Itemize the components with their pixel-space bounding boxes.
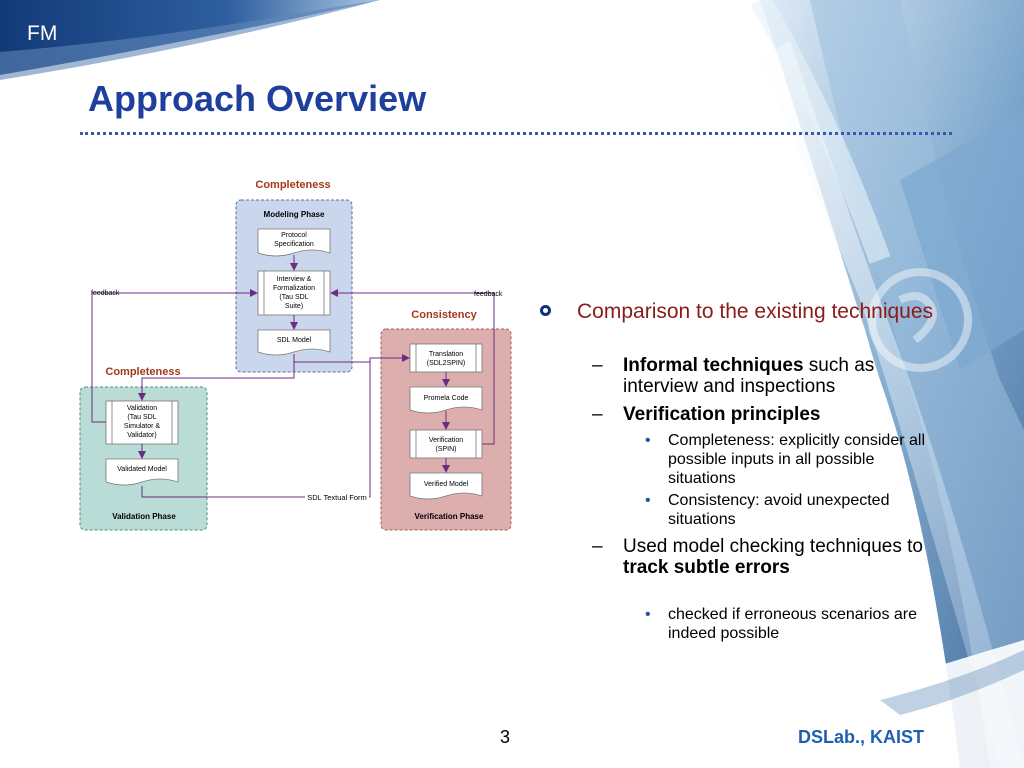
verification-box: [409, 429, 483, 459]
sdl-textual-form-line: [141, 358, 371, 498]
feedback-right-line: [330, 289, 495, 445]
verification-phase-label: Verification Phase: [415, 512, 484, 521]
validation-line1: Validation: [127, 405, 157, 412]
bullet-used-model-checking: – Used model checking techniques to trac…: [592, 536, 932, 578]
modeling-phase-label: Modeling Phase: [264, 210, 325, 219]
bullet-comparison-text: Comparison to the existing techniques: [577, 300, 934, 323]
feedback-right-label: feedback: [474, 291, 503, 298]
feedback-left-line: [91, 289, 258, 423]
feedback-left-label: feedback: [91, 290, 120, 297]
used-bold: track subtle errors: [623, 557, 790, 578]
bullet-verification-principles: – Verification principles: [592, 404, 932, 425]
bullet-comparison: Comparison to the existing techniques: [540, 300, 940, 324]
completeness-label-top: Completeness: [255, 179, 330, 191]
slide-title: Approach Overview: [88, 78, 427, 119]
verification-line2: (SPIN): [436, 446, 457, 453]
footer-org: DSLab., KAIST: [798, 727, 925, 747]
sdl-model-doc: [257, 329, 331, 356]
sdl-model-text: SDL Model: [277, 337, 312, 344]
validation-line3: Simulator &: [124, 423, 161, 430]
translation-line1: Translation: [429, 351, 463, 358]
validation-line4: Validator): [127, 432, 156, 439]
interview-line2: Formalization: [273, 285, 315, 292]
completeness-label-left: Completeness: [105, 366, 180, 378]
interview-line3: (Tau SDL: [279, 294, 308, 301]
dash-icon: –: [592, 404, 603, 425]
dash-icon: –: [592, 536, 603, 557]
bullet-checked: • checked if erroneous scenarios are ind…: [645, 605, 945, 643]
informal-bold: Informal techniques: [623, 355, 804, 376]
interview-formalization-box: [257, 270, 331, 316]
promela-code-text: Promela Code: [424, 395, 469, 402]
dot-icon: •: [645, 606, 651, 623]
verified-model-doc: [409, 472, 483, 500]
informal-rest: such as interview and inspections: [623, 355, 875, 397]
verified-model-text: Verified Model: [424, 481, 469, 488]
title-divider: [80, 132, 952, 135]
sdl-textual-form-label: SDL Textual Form: [307, 493, 367, 502]
protocol-specification-line2: Specification: [274, 241, 314, 248]
validation-line2: (Tau SDL: [127, 414, 156, 421]
checked-text: checked if erroneous scenarios are indee…: [668, 606, 918, 642]
bullet-ring-icon: [540, 305, 551, 316]
dot-icon: •: [645, 492, 651, 509]
interview-line1: Interview &: [277, 276, 312, 283]
fm-badge: FM: [27, 22, 58, 45]
verification-line1: Verification: [429, 437, 463, 444]
validated-model-doc: [105, 458, 179, 486]
validation-box: [105, 400, 179, 445]
arrow-sdl-to-validation: [138, 354, 295, 401]
bullet-informal: – Informal techniques such as interview …: [592, 355, 932, 397]
protocol-specification-doc: [257, 228, 331, 257]
protocol-specification-line1: Protocol: [281, 232, 307, 239]
page-number: 3: [500, 727, 511, 747]
dash-icon: –: [592, 355, 603, 376]
bullet-consistency: • Consistency: avoid unexpected situatio…: [645, 491, 945, 529]
interview-line4: Suite): [285, 303, 303, 310]
consistency-text: Consistency: avoid unexpected situations: [668, 492, 890, 528]
translation-line2: (SDL2SPIN): [427, 360, 466, 367]
consistency-label: Consistency: [411, 309, 477, 321]
translation-box: [409, 343, 483, 373]
promela-code-doc: [409, 386, 483, 414]
bullet-completeness: • Completeness: explicitly consider all …: [645, 431, 945, 488]
validated-model-text: Validated Model: [117, 466, 167, 473]
used-prefix: Used model checking techniques to: [623, 536, 923, 557]
verification-principles-text: Verification principles: [623, 404, 821, 425]
dot-icon: •: [645, 432, 651, 449]
completeness-text: Completeness: explicitly consider all po…: [668, 432, 925, 487]
validation-phase-label: Validation Phase: [112, 512, 176, 521]
